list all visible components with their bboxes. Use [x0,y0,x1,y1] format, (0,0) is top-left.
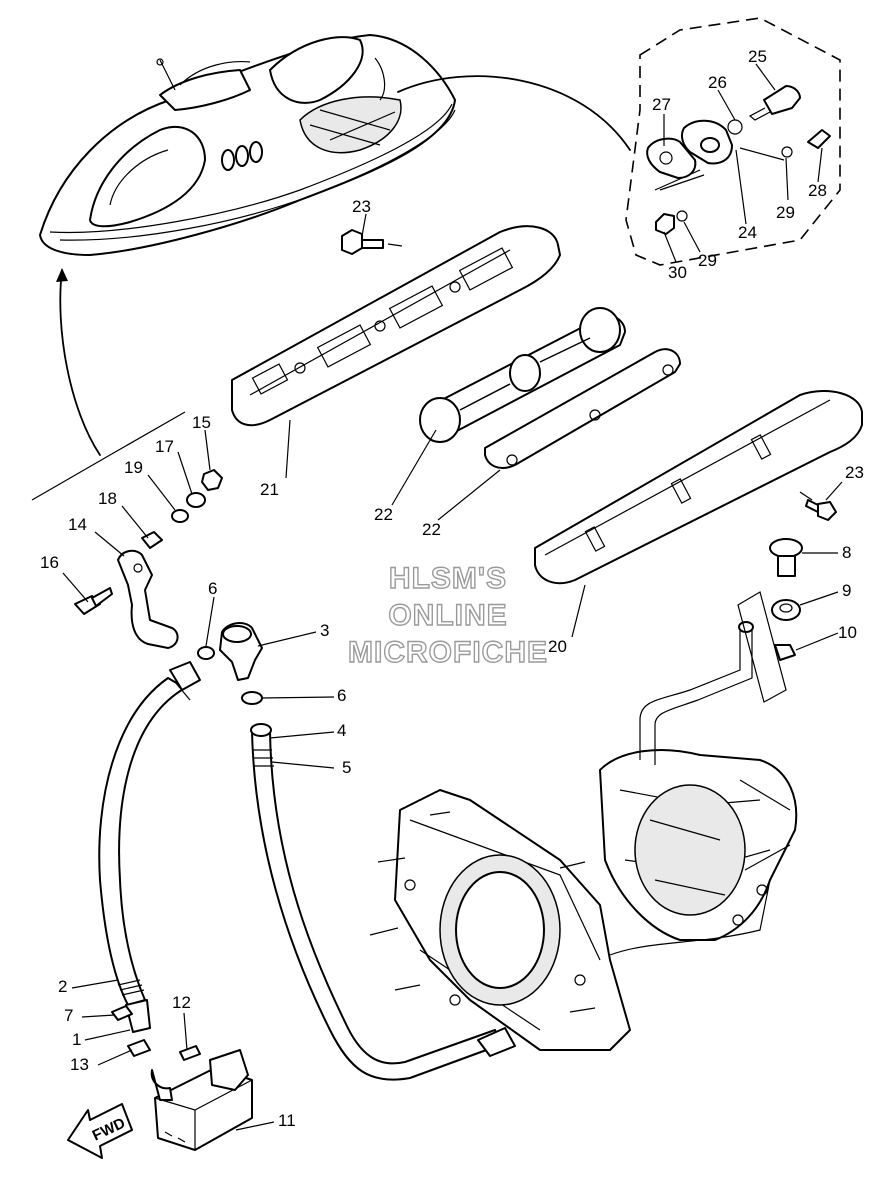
cover-20 [534,390,863,585]
watermark: HLSM'S ONLINE MICROFICHE [347,561,548,669]
callout-21: 21 [260,480,279,499]
callout-24: 24 [738,223,757,242]
callout-6-lower: 6 [337,686,346,705]
leader-lines [62,63,843,1131]
slide-rail-22b [484,348,681,469]
callout-20: 20 [548,637,567,656]
jet-pump-housing [369,621,798,1051]
callout-6-upper: 6 [208,579,217,598]
clamp-6-upper [197,646,215,660]
callout-23-right: 23 [845,463,864,482]
hose-2 [98,661,201,1033]
hardware-8-9-10 [769,538,803,661]
callout-10: 10 [838,623,857,642]
hose-4-5 [250,723,516,1081]
washer-29a [781,146,793,158]
callout-13: 13 [70,1055,89,1074]
callout-30: 30 [668,263,687,282]
valve-3 [219,622,263,681]
callout-22-right: 22 [422,520,441,539]
callout-2: 2 [58,977,67,996]
o-ring-26 [727,119,743,135]
gasket-27 [646,137,697,179]
callout-25: 25 [748,47,767,66]
slide-rail-22a [419,307,626,443]
callout-11: 11 [278,1111,296,1130]
watermark-line-1: HLSM'S [389,562,507,595]
watermark-line-2: ONLINE [388,599,507,632]
callout-1: 1 [72,1030,81,1049]
watermark-line-3: MICROFICHE [348,636,548,669]
watercraft-illustration [39,34,456,256]
callout-27: 27 [652,95,671,114]
callout-29-upper: 29 [776,203,795,222]
washer-29b [676,210,688,222]
callout-22-left: 22 [374,505,393,524]
callout-23-top: 23 [352,197,371,216]
callout-26: 26 [708,73,727,92]
callout-labels: 25 26 27 28 29 24 29 30 23 21 22 22 23 2… [40,47,864,1130]
callout-3: 3 [320,621,329,640]
intake-grille-21 [231,225,561,427]
callout-9: 9 [842,581,851,600]
callout-12: 12 [172,993,191,1012]
fwd-direction-arrow: FWD [67,1103,133,1159]
bracket-14-assembly [31,411,223,649]
callout-29-lower: 29 [698,251,717,270]
callout-4: 4 [337,721,346,740]
bolt-23-top [341,229,403,255]
callout-16: 16 [40,553,59,572]
callout-15: 15 [192,413,211,432]
callout-19: 19 [124,458,143,477]
callout-28: 28 [808,181,827,200]
clamp-6-lower [241,691,263,705]
callout-5: 5 [342,758,351,777]
callout-7: 7 [64,1006,73,1025]
detail-inset [625,17,841,266]
control-box-11 [150,1049,253,1151]
sensor-25 [763,85,801,115]
bolt-23-right [799,491,837,521]
tag-strip [737,591,787,703]
reference-arrows [56,75,631,456]
callout-14: 14 [68,515,87,534]
callout-17: 17 [155,437,174,456]
small-parts-1-7-12-13 [111,1005,201,1061]
callout-8: 8 [842,543,851,562]
callout-18: 18 [98,489,117,508]
nut-30 [655,213,675,235]
